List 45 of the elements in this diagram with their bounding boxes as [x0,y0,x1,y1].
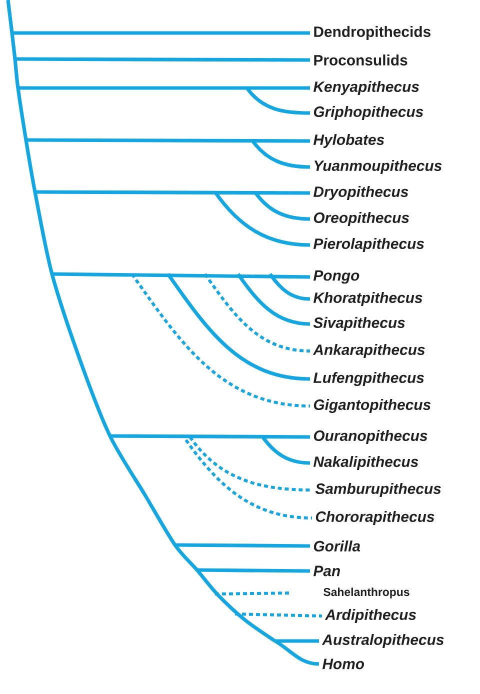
taxon-label: Sivapithecus [313,317,405,331]
taxon-label: Pongo [313,270,360,284]
taxon-label: Yuanmoupithecus [314,160,442,174]
taxon-label: Samburupithecus [315,483,441,497]
branch-line [204,273,310,352]
taxon-label: Chororapithecus [316,511,434,525]
taxon-label: Khoratpithecus [313,292,422,306]
taxon-label: Nakalipithecus [313,456,418,470]
branch-line [130,273,310,408]
branch-line [15,57,310,62]
taxon-label: Lufengpithecus [313,372,424,386]
branch-line [26,138,310,143]
branch-line [188,436,312,492]
taxon-label: Ankarapithecus [312,344,425,358]
branch-line [18,86,310,90]
taxon-label: Oreopithecus [314,212,409,226]
taxon-label: Proconsulids [314,54,408,66]
branch-line [196,568,310,573]
branch-line [274,639,320,666]
branch-line [268,272,310,301]
taxon-label: Sahelanthropus [324,588,410,598]
taxon-label: Homo [322,658,364,670]
taxon-label: Dendropithecids [314,26,430,40]
branch-line [12,31,310,35]
taxon-label: Gorilla [314,540,360,552]
taxon-label: Gigantopithecus [314,399,431,413]
branch-line [184,439,312,520]
branch-line [246,86,310,115]
taxon-label: Ouranopithecus [314,430,428,444]
taxon-label: Griphopithecus [314,106,424,120]
branch-line [236,272,310,326]
taxon-label: Pierolapithecus [313,238,424,252]
branch-line [52,272,310,279]
taxon-label: Kenyapithecus [313,81,419,95]
taxon-label: Dryopithecus [313,186,408,200]
branch-line [174,543,310,548]
taxon-label: Hylobates [313,134,384,148]
taxon-label: Ardipithecus [324,609,416,623]
taxon-label: Pan [313,566,340,576]
branch-line [110,434,310,439]
taxon-label: Australopithecus [322,634,444,648]
branch-line [166,272,310,381]
branch-line [234,612,322,618]
branch-line [275,639,319,643]
branch-line [35,190,310,195]
